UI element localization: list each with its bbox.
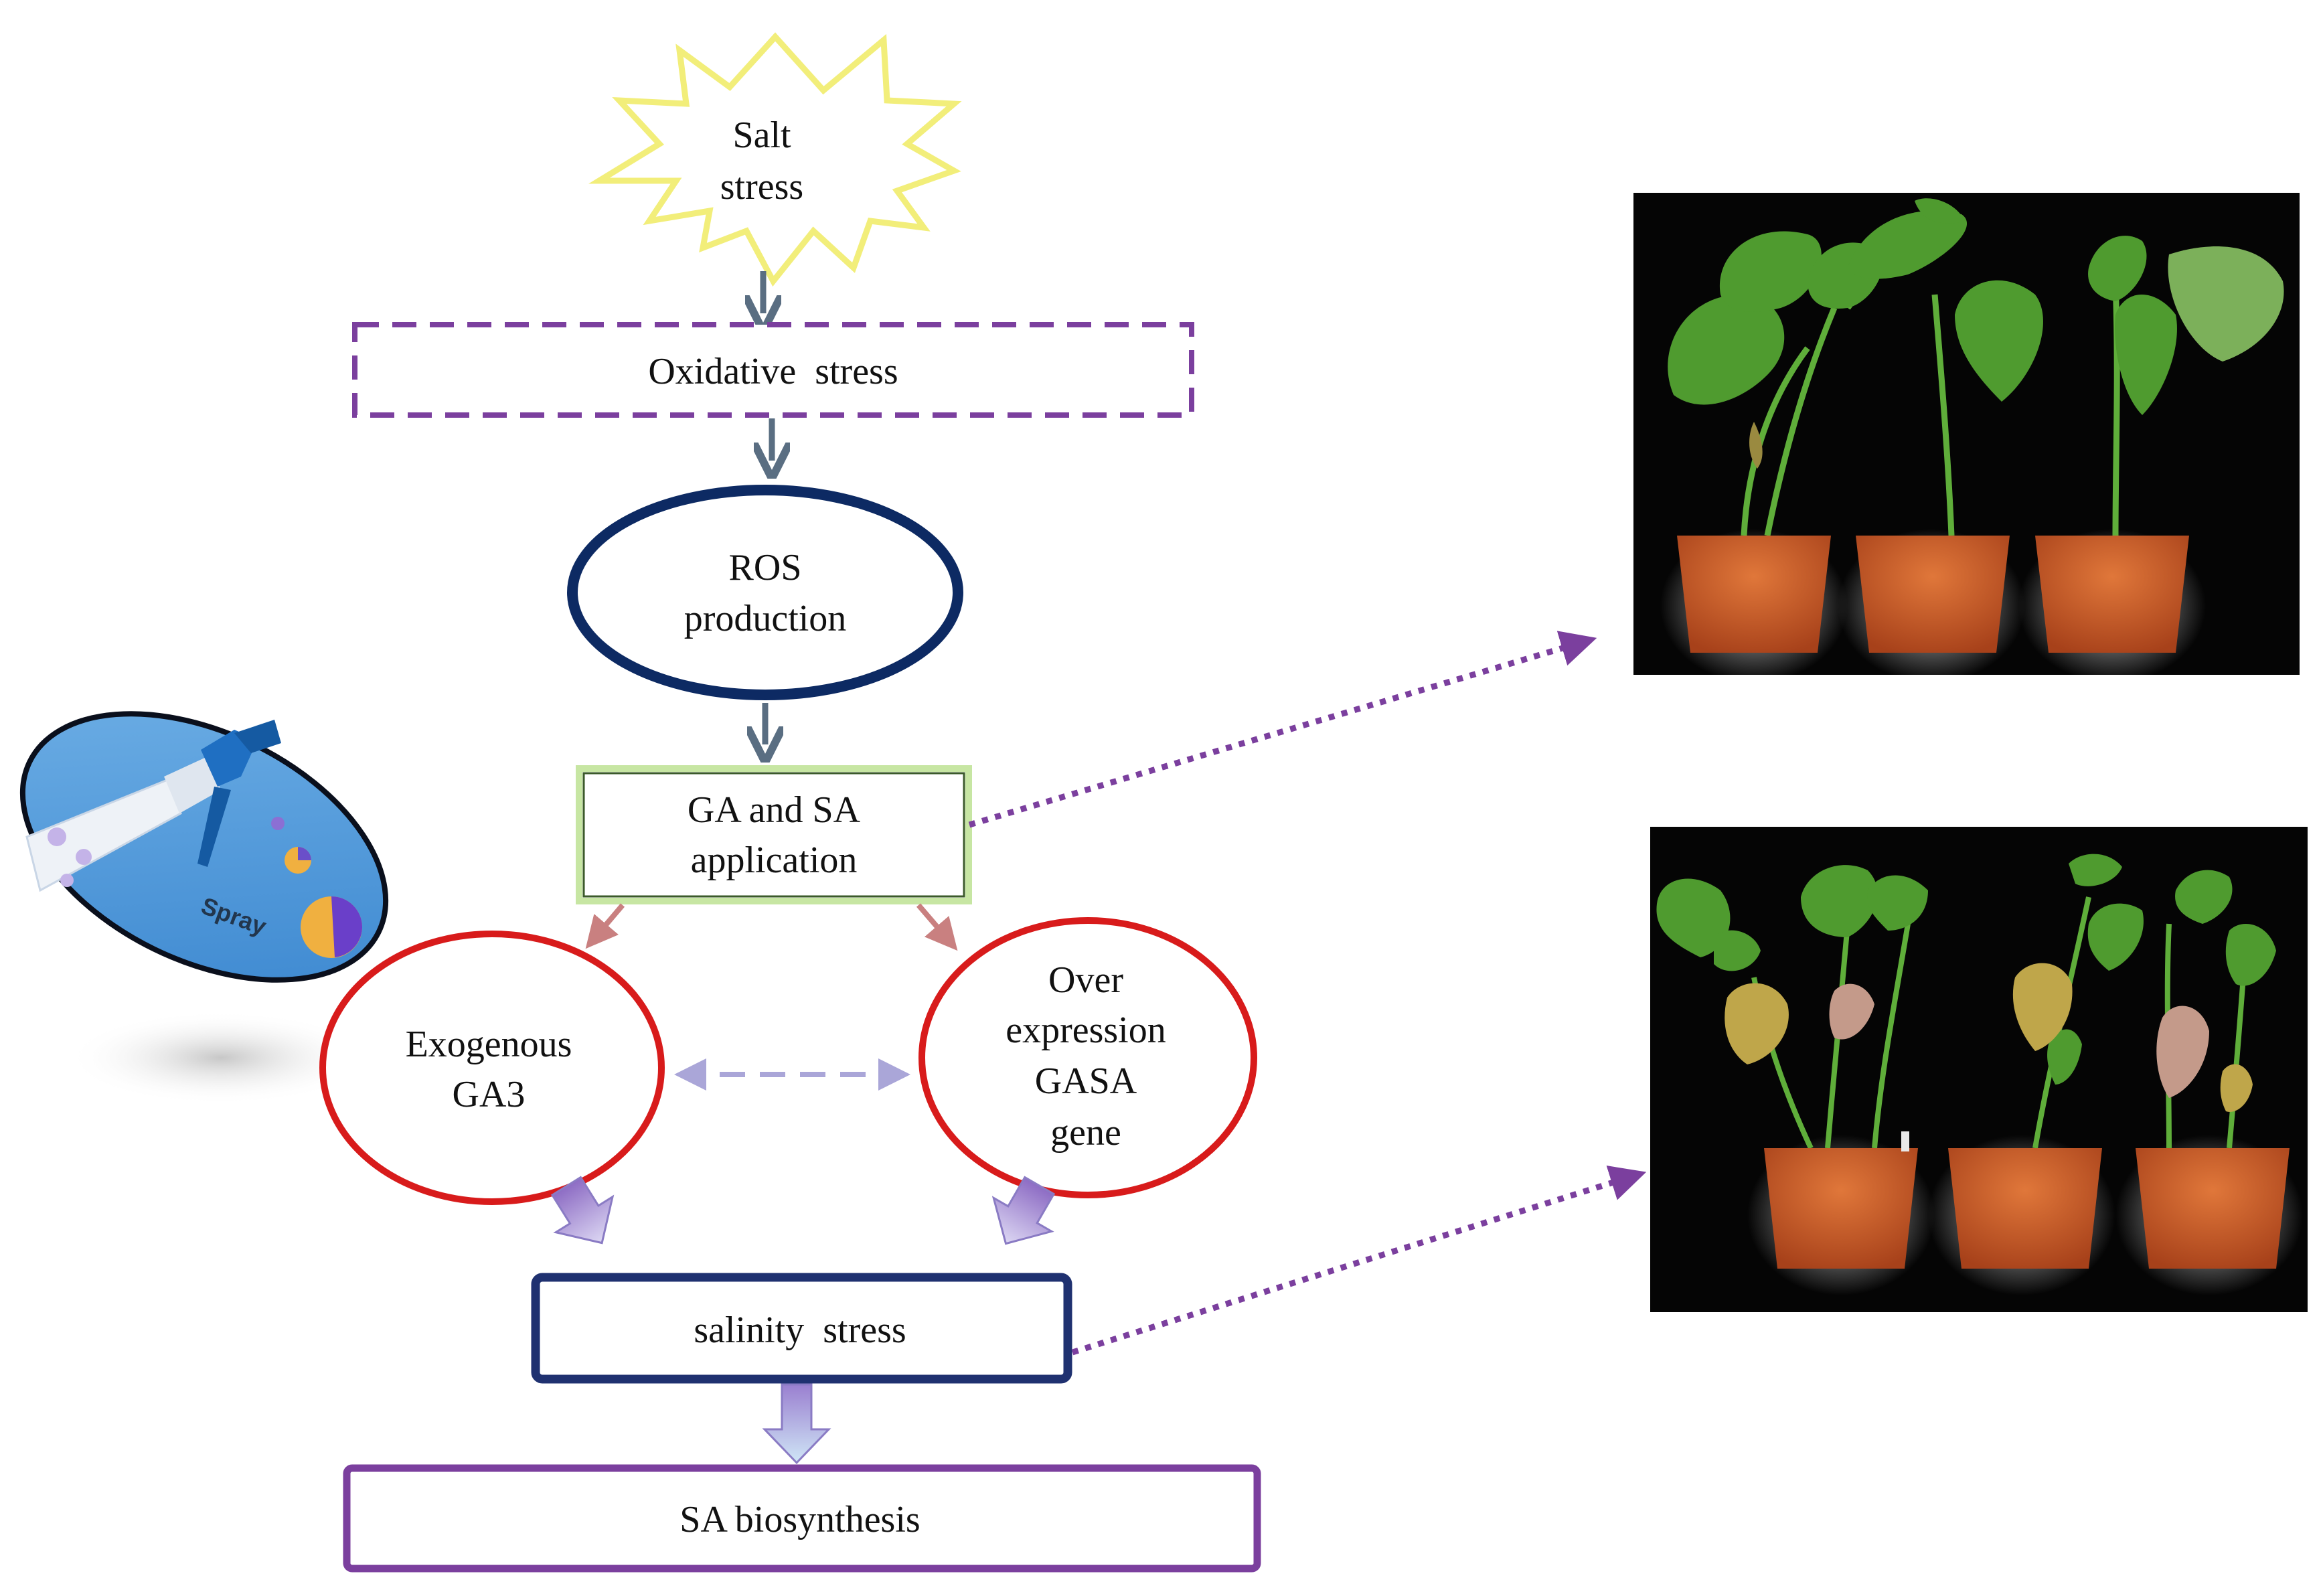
sa-biosynthesis-label: SA biosynthesis [679, 1499, 920, 1540]
oxidative-stress-box [352, 322, 1194, 418]
salt-stress-node: Salt stress [588, 32, 962, 287]
block-arrow-icon [550, 1176, 615, 1245]
salinity-stress-node: salinity stress [531, 1273, 1072, 1384]
salinity-stress-label: salinity stress [694, 1309, 906, 1351]
dotted-arrow-icon [968, 631, 1597, 828]
ros-production-line1: ROS [729, 547, 802, 588]
spray-shadow [67, 1011, 375, 1105]
block-arrow-icon [762, 1383, 831, 1465]
spray-bottle-icon [25, 720, 362, 958]
sa-biosynthesis-node: SA biosynthesis [343, 1464, 1261, 1573]
over-expression-ellipse [918, 917, 1257, 1198]
over-expression-line2: expression [1006, 1010, 1166, 1051]
ros-production-node: ROS production [567, 485, 963, 700]
salinity-stress-box [531, 1273, 1072, 1384]
photo-stressed-plants [1650, 827, 2308, 1312]
arrow-left-branch-icon [585, 903, 625, 949]
oxidative-stress-label: Oxidative stress [648, 351, 898, 392]
arrow-right-branch-icon [916, 903, 958, 951]
exogenous-ga3-line1: Exogenous [406, 1024, 572, 1065]
ga-sa-application-box [582, 772, 965, 898]
exogenous-ga3-line2: GA3 [453, 1074, 526, 1115]
salt-stress-line2: stress [720, 166, 803, 208]
over-expression-line4: gene [1050, 1112, 1121, 1153]
salt-stress-burst [588, 32, 962, 287]
ga-sa-application-node: GA and SA application [576, 765, 972, 904]
salt-stress-line1: Salt [732, 114, 791, 156]
ga-sa-line2: application [691, 840, 858, 881]
sa-biosynthesis-box [343, 1464, 1261, 1573]
exogenous-ga3-node: Exogenous GA3 [319, 931, 665, 1205]
over-expression-node: Over expression GASA gene [918, 917, 1257, 1198]
ga-sa-line1: GA and SA [688, 789, 861, 831]
photo-healthy-plants [1633, 193, 2300, 683]
ros-production-line2: production [684, 598, 847, 639]
ga-sa-outer-glow [576, 765, 972, 904]
oxidative-stress-node: Oxidative stress [352, 322, 1194, 418]
exogenous-ga3-ellipse [319, 931, 665, 1205]
block-arrow-icon [991, 1176, 1056, 1245]
spray-illustration: Spray [19, 711, 389, 1105]
over-expression-line3: GASA [1035, 1060, 1137, 1102]
dotted-arrow-icon [1071, 1166, 1647, 1356]
ros-production-ellipse [567, 485, 963, 700]
over-expression-line1: Over [1048, 959, 1123, 1001]
